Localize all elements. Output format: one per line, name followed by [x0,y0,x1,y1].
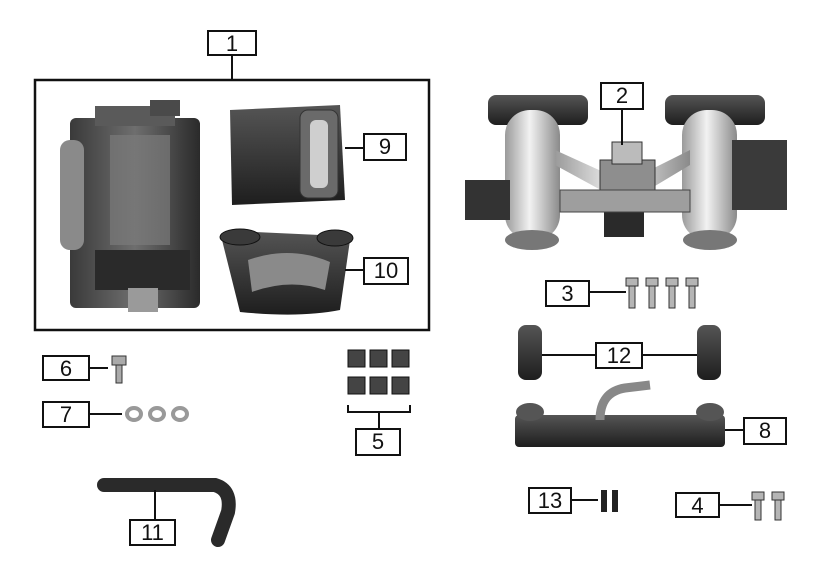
callout-3-label: 3 [561,281,574,306]
bolt-set-3 [588,277,699,309]
fuel-rail [515,380,745,447]
fuel-injectors [518,325,721,380]
air-box-housing [60,100,200,312]
throttle-body [465,95,787,250]
clip-nut-set [347,349,411,428]
callout-2-label: 2 [615,83,629,108]
callout-7-label: 7 [59,402,73,427]
callout-10: 10 [363,257,409,285]
callout-5-label: 5 [371,429,385,454]
callout-13: 13 [528,487,572,514]
callout-13-label: 13 [537,488,563,513]
breather-hose [97,478,236,547]
callout-8: 8 [743,417,787,445]
callout-11-label: 11 [141,520,164,545]
washer-set [89,406,189,422]
airbox-group-frame [33,55,431,332]
callout-4-label: 4 [691,493,704,518]
callout-1: 1 [207,30,257,56]
air-filter-element [230,105,364,205]
callout-2: 2 [600,82,644,110]
callout-8-label: 8 [758,418,772,443]
callout-6-label: 6 [59,356,73,381]
callout-5: 5 [355,428,401,456]
callout-12-label: 12 [606,343,632,368]
intake-boot [219,228,364,315]
callout-11: 11 [129,519,176,546]
callout-7: 7 [42,401,90,428]
callout-12: 12 [595,342,643,369]
callout-4: 4 [675,492,720,518]
bolt-set-4 [718,491,785,521]
callout-3: 3 [545,280,590,307]
callout-9: 9 [363,133,407,161]
callout-1-label: 1 [225,31,239,56]
spacer-pair [571,490,618,512]
bolt-6 [89,355,127,384]
callout-6: 6 [42,355,90,381]
callout-9-label: 9 [378,134,392,159]
callout-10-label: 10 [373,258,399,283]
